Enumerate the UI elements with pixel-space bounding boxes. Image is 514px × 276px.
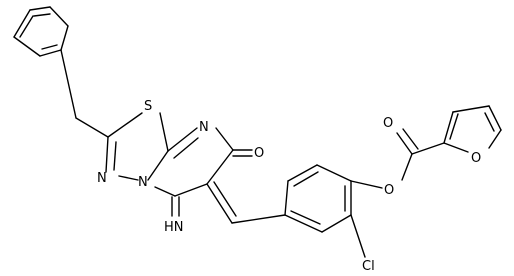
bond <box>293 171 319 187</box>
bond <box>484 112 495 132</box>
bond-layer <box>13 6 502 258</box>
bond <box>154 186 176 197</box>
bond <box>206 183 233 224</box>
bond <box>401 153 413 181</box>
atom-label-chlorine: Cl <box>362 259 375 274</box>
bond <box>118 175 139 181</box>
bond <box>350 214 366 258</box>
bond <box>147 150 169 181</box>
bond <box>206 149 234 185</box>
bond <box>350 180 383 189</box>
bond <box>19 15 34 38</box>
bond <box>113 141 117 171</box>
bond <box>107 112 143 138</box>
atom-label-furan-oxygen: O <box>471 151 481 166</box>
bond <box>231 214 286 224</box>
atom-label-ester-oxygen: O <box>384 183 394 198</box>
bond <box>13 36 41 57</box>
bond <box>316 164 352 182</box>
bond <box>75 117 109 138</box>
bond <box>173 137 199 159</box>
atom-label-imine: HN <box>164 220 184 235</box>
bond <box>60 25 69 51</box>
bond <box>13 9 31 38</box>
bond <box>159 112 169 152</box>
bond <box>284 180 289 216</box>
atom-label-keto-oxygen: O <box>254 146 264 161</box>
bond <box>488 105 502 131</box>
bond <box>29 6 51 11</box>
bond <box>452 105 490 113</box>
atom-label-nitrogen-ring: N <box>199 120 209 135</box>
bond <box>33 13 51 17</box>
bond <box>49 6 69 27</box>
bond <box>396 132 413 155</box>
bond <box>105 136 109 173</box>
bond <box>215 127 234 151</box>
bond <box>290 210 321 225</box>
bond <box>213 181 237 217</box>
bond <box>443 142 469 153</box>
bond <box>167 127 198 152</box>
bond <box>39 49 62 57</box>
atom-label-layer: S N N N O HN O O Cl O <box>97 99 481 274</box>
bond <box>449 113 459 140</box>
bond <box>60 49 77 119</box>
atom-label-nitrogen-bridge: N <box>97 171 107 186</box>
atom-label-ester-carbonyl-oxygen: O <box>383 116 393 131</box>
bond <box>287 164 318 182</box>
bond <box>284 214 323 233</box>
atom-label-nitrogen-fused: N <box>138 175 148 190</box>
bond <box>402 128 419 150</box>
bond <box>321 214 352 233</box>
bond <box>443 111 454 144</box>
bond <box>174 183 208 197</box>
bond <box>411 142 445 155</box>
bond <box>41 44 58 50</box>
bond <box>488 129 502 149</box>
atom-label-sulfur: S <box>144 99 152 114</box>
